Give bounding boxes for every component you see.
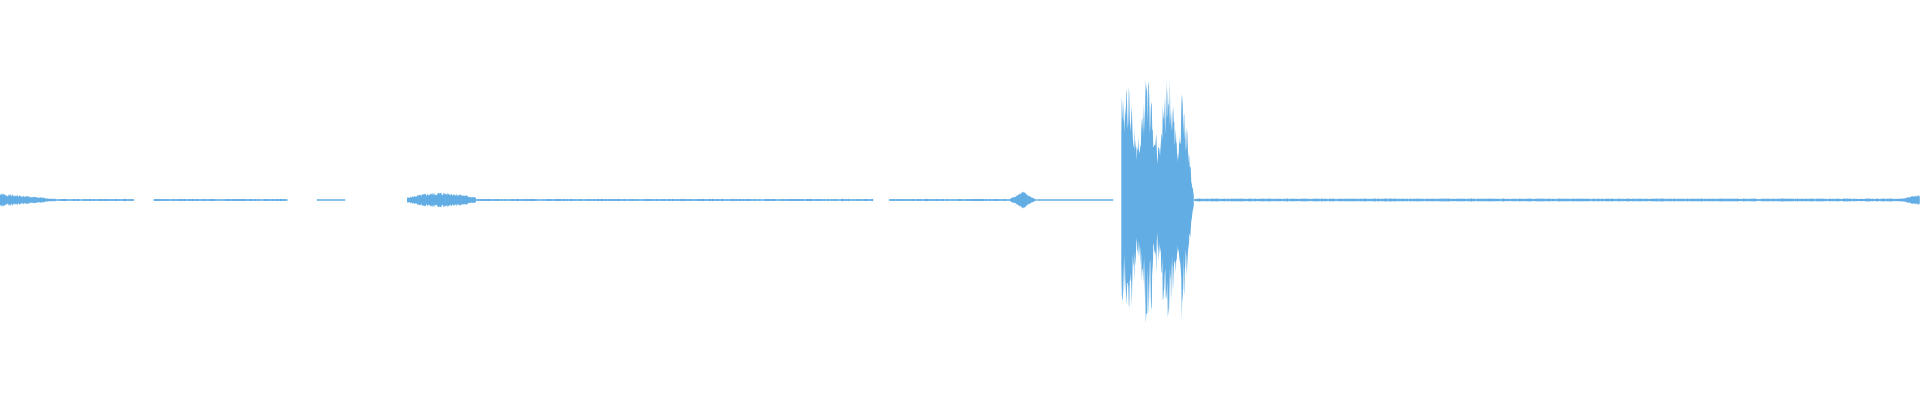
waveform-segment-12 <box>1900 194 1920 206</box>
waveform-segment-2 <box>57 198 135 202</box>
waveform-segment-3 <box>153 198 288 202</box>
waveform-segment-8 <box>1008 191 1037 209</box>
waveform-segment-11 <box>1194 198 1911 202</box>
waveform-segment-5 <box>407 192 477 208</box>
waveform-segment-1 <box>0 193 58 207</box>
waveform-segment-4 <box>316 199 346 201</box>
waveform-segment-6 <box>476 198 874 202</box>
waveform-segment-9 <box>1036 199 1114 201</box>
waveform-segment-10 <box>1121 79 1194 324</box>
waveform-segment-7 <box>888 198 1008 202</box>
